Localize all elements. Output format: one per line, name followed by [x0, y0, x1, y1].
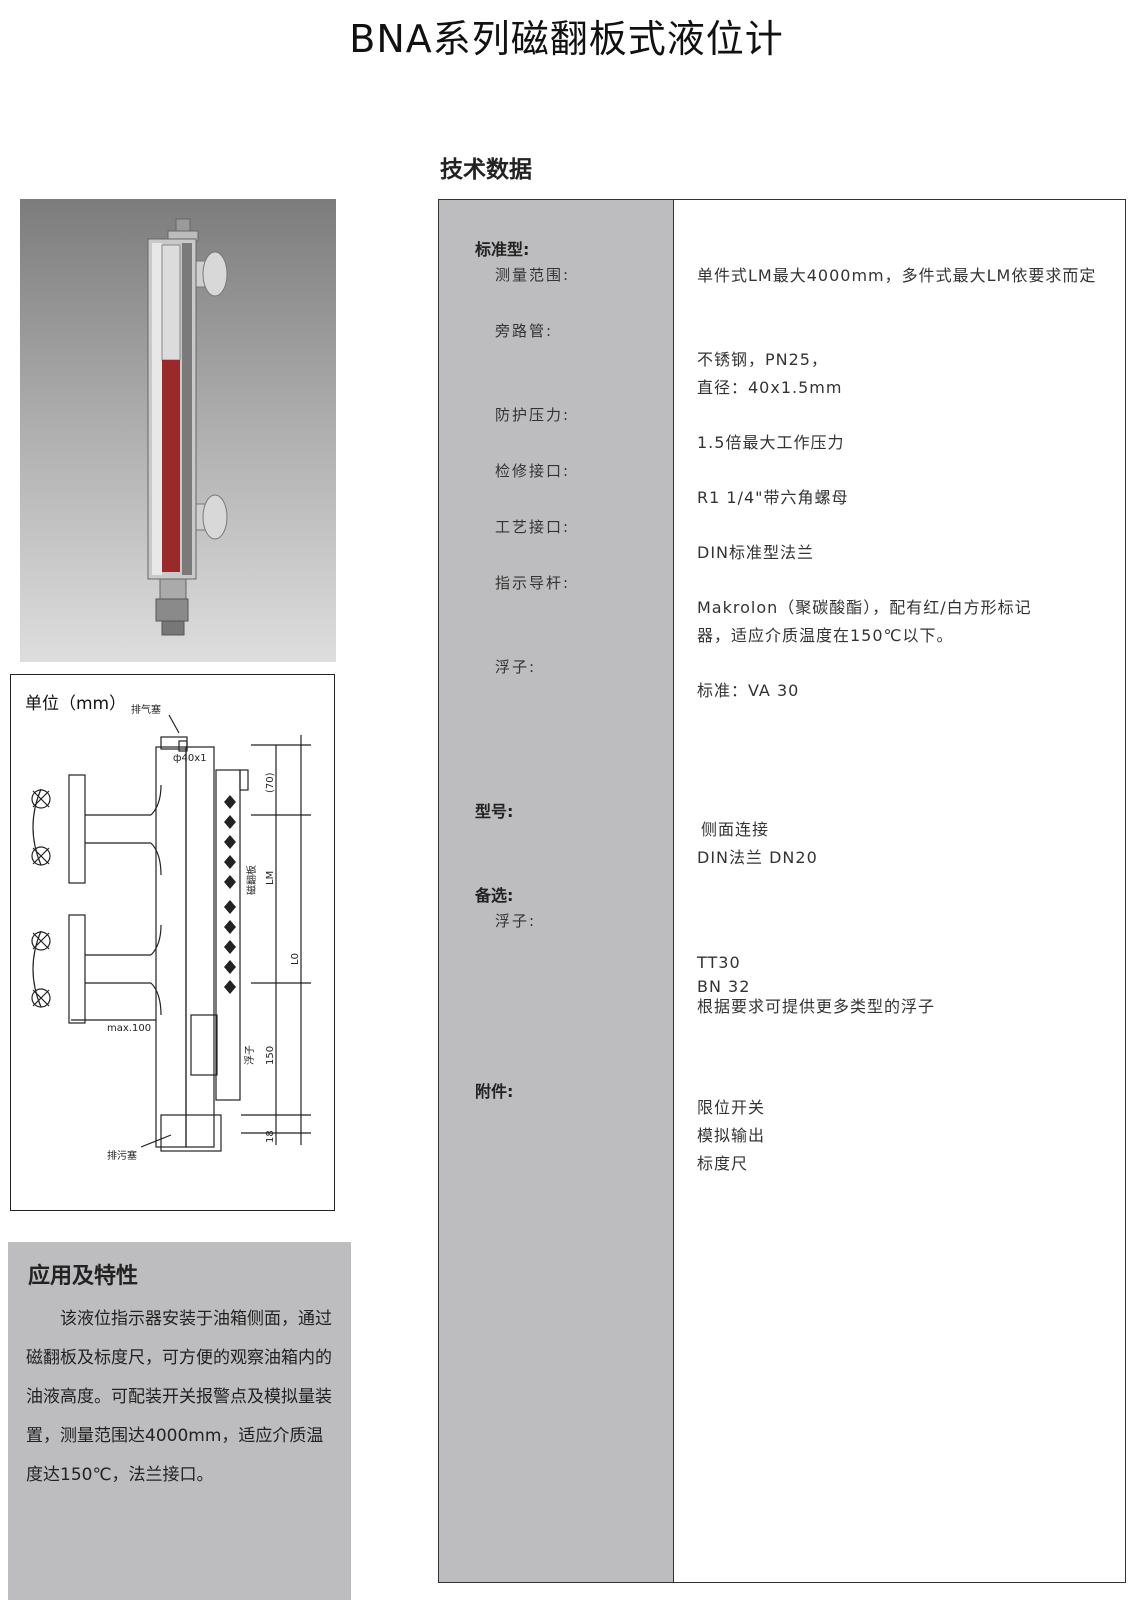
- label-max100: max.100: [107, 1023, 151, 1034]
- model-header: 型号:: [475, 802, 514, 821]
- standard-header: 标准型:: [475, 240, 530, 259]
- label-dim150: 150: [265, 1046, 276, 1065]
- label-lm: LM: [265, 871, 276, 885]
- option-float-label: 浮子:: [495, 912, 537, 930]
- dimension-drawing: 单位（mm）: [10, 674, 335, 1211]
- value-pressure: 1.5倍最大工作压力: [697, 433, 845, 452]
- spec-label-column: [439, 200, 674, 1582]
- value-float: 标准：VA 30: [697, 681, 800, 700]
- page-title: BNA系列磁翻板式液位计: [349, 17, 784, 61]
- label-service: 检修接口:: [495, 462, 571, 480]
- option-more: 根据要求可提供更多类型的浮子: [697, 997, 936, 1016]
- label-dim18: 18: [265, 1130, 276, 1143]
- label-vent: 排气塞: [131, 703, 161, 716]
- option-header: 备选:: [475, 886, 514, 905]
- value-range: 单件式LM最大4000mm，多件式最大LM依要求而定: [697, 266, 1097, 285]
- value-indicator-1: Makrolon（聚碳酸酯），配有红/白方形标记: [697, 598, 1032, 617]
- label-lo: L0: [290, 953, 301, 965]
- value-service: R1 1/4"带六角螺母: [697, 488, 849, 507]
- spec-table: 标准型: 测量范围: 旁路管: 防护压力: 检修接口: 工艺接口: 指示导杆: …: [438, 199, 1126, 1583]
- label-process: 工艺接口:: [495, 518, 571, 536]
- value-bypass-2: 直径：40x1.5mm: [697, 378, 843, 397]
- label-range: 测量范围:: [495, 266, 571, 284]
- label-pipe-dia: ф40x1: [173, 753, 207, 764]
- product-photo: [20, 199, 336, 662]
- option-tt30: TT30: [697, 953, 741, 972]
- label-flap: 磁翻板: [245, 865, 258, 895]
- accessory-limit-switch: 限位开关: [697, 1098, 766, 1117]
- model-connection: 侧面连接: [701, 820, 770, 839]
- value-bypass-1: 不锈钢，PN25，: [697, 350, 828, 369]
- value-process: DIN标准型法兰: [697, 543, 815, 562]
- label-float: 浮子:: [495, 658, 537, 676]
- label-pressure: 防护压力:: [495, 406, 571, 424]
- drawing-unit-label: 单位（mm）: [25, 694, 127, 714]
- model-flange: DIN法兰 DN20: [697, 848, 818, 867]
- tech-section-title: 技术数据: [440, 157, 532, 183]
- features-title: 应用及特性: [28, 1264, 139, 1289]
- accessory-scale: 标度尺: [697, 1154, 749, 1173]
- value-indicator-2: 器，适应介质温度在150℃以下。: [697, 626, 954, 645]
- label-dim70: (70): [265, 772, 276, 793]
- features-text: 该液位指示器安装于油箱侧面，通过磁翻板及标度尺，可方便的观察油箱内的油液高度。可…: [26, 1309, 332, 1485]
- label-drain: 排污塞: [107, 1149, 137, 1162]
- label-indicator: 指示导杆:: [495, 574, 571, 592]
- option-bn32: BN 32: [697, 977, 751, 996]
- features-panel: 应用及特性 该液位指示器安装于油箱侧面，通过磁翻板及标度尺，可方便的观察油箱内的…: [8, 1242, 351, 1600]
- accessory-header: 附件:: [475, 1082, 514, 1101]
- accessory-analog-output: 模拟输出: [697, 1126, 766, 1145]
- label-bypass: 旁路管:: [495, 322, 554, 340]
- label-float: 浮子: [244, 1045, 256, 1065]
